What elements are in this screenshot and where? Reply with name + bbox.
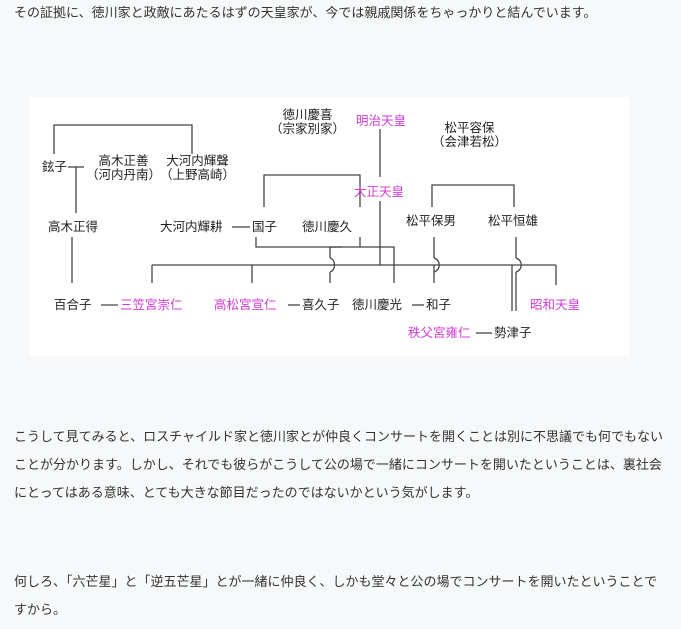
node-matsudaira-katamori: 松平容保 （会津若松） [432, 120, 508, 149]
node-meiji: 明治天皇 [356, 113, 407, 128]
closing-paragraph: 何しろ、「六芒星」と「逆五芒星」とが一緒に仲良く、しかも堂々と公の場でコンサート… [14, 575, 658, 618]
node-okochi-terukoto: 大河内輝聲 （上野高崎） [160, 153, 236, 182]
node-takamatsu: 高松宮宣仁 [214, 297, 277, 312]
node-kazuko: 和子 [426, 297, 452, 312]
node-okochi-terukoto-note: （上野高崎） [160, 167, 236, 182]
node-kikuko: 喜久子 [302, 297, 340, 312]
node-takagi-masayoshi: 高木正善 （河内丹南） [86, 153, 162, 182]
node-tokugawa-yoshimitsu: 徳川慶光 [352, 297, 403, 312]
node-setsuko: 勢津子 [494, 325, 532, 340]
node-mikasa: 三笠宮崇仁 [120, 297, 183, 312]
node-tokugawa-yoshinobu-note: （宗家別家） [270, 121, 346, 136]
node-matsudaira-yasuo: 松平保男 [406, 213, 457, 228]
node-takagi-masayoshi-note: （河内丹南） [86, 167, 162, 182]
node-tokugawa-yoshihisa: 徳川慶久 [302, 219, 353, 234]
node-matsudaira-tsuneo: 松平恒雄 [488, 213, 539, 228]
node-taisho: 大正天皇 [354, 184, 405, 199]
node-kuniko: 国子 [252, 219, 278, 234]
body-paragraph: こうして見てみると、ロスチャイルド家と徳川家とが仲良くコンサートを開くことは別に… [14, 430, 663, 501]
node-chichibu: 秩父宮雍仁 [408, 325, 471, 340]
node-takagi-masae: 高木正得 [48, 219, 99, 234]
node-yuriko: 百合子 [54, 297, 92, 312]
node-showa: 昭和天皇 [530, 297, 581, 312]
family-tree-lines [53, 124, 557, 334]
node-tokugawa-yoshinobu: 徳川慶喜 （宗家別家） [270, 107, 346, 136]
intro-paragraph: その証拠に、徳川家と政敵にあたるはずの天皇家が、今では親戚関係をちゃっかりと結ん… [14, 6, 597, 21]
node-matsudaira-katamori-note: （会津若松） [432, 134, 508, 149]
node-okochi-terumimi: 大河内輝耕 [160, 219, 223, 234]
node-juko: 鉉子 [42, 159, 68, 174]
family-tree-diagram: 徳川慶喜 （宗家別家） 明治天皇 松平容保 （会津若松） 鉉子 高木正善 （河内… [30, 97, 629, 356]
